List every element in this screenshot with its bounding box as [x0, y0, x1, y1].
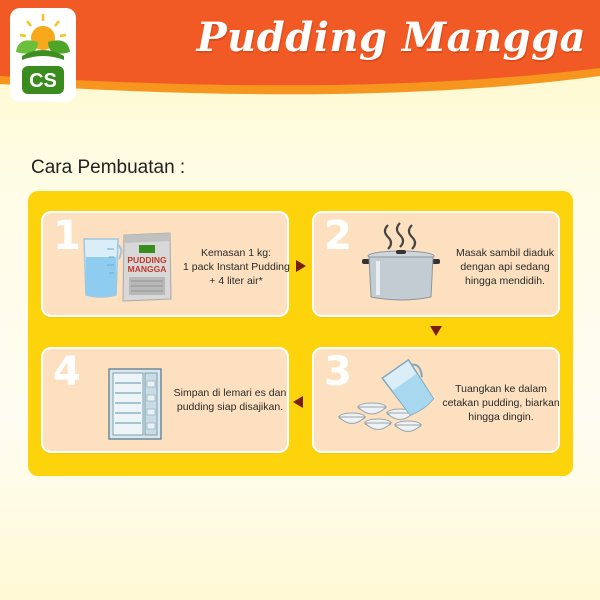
step-text-1: Kemasan 1 kg: 1 pack Instant Pudding + 4…: [183, 246, 290, 288]
refrigerator-icon: [108, 368, 162, 440]
step-line: Tuangkan ke dalam: [455, 383, 547, 395]
page-title: Pudding Mangga: [196, 14, 586, 61]
package-label-line2: MANGGA: [128, 264, 167, 274]
step-line: cetakan pudding, biarkan: [442, 397, 560, 409]
arrow-right-icon: [296, 260, 306, 272]
step-line: Simpan di lemari es dan: [173, 387, 287, 399]
leaf-icon: [16, 40, 70, 60]
package-label-line1: PUDDING: [127, 255, 167, 265]
section-heading: Cara Pembuatan :: [31, 157, 186, 178]
step-text-4: Simpan di lemari es dan pudding siap dis…: [171, 386, 289, 414]
steam-icon: [383, 222, 417, 250]
step-card-1: 1 PUDDING MANGGA Kemasan 1 kg: 1 pack In…: [41, 211, 290, 317]
step-card-3: 3 Tuangkan ke dalam: [312, 347, 560, 453]
step-line: + 4 liter air*: [209, 275, 263, 287]
pudding-package-icon: PUDDING MANGGA: [122, 232, 172, 302]
step-number: 1: [53, 213, 81, 259]
step-number: 3: [324, 349, 352, 395]
step-line: Masak sambil diaduk: [455, 247, 555, 259]
cooking-pot-icon: [362, 222, 440, 301]
arrow-down-icon: [430, 326, 442, 336]
step-line: pudding siap disajikan.: [176, 401, 284, 413]
bowls-icon: [338, 402, 423, 432]
brand-logo: CS: [8, 8, 78, 102]
arrow-left-icon: [293, 396, 303, 408]
measuring-jug-icon: [83, 238, 123, 298]
step-number: 2: [324, 213, 352, 259]
pouring-jug-icon: [381, 358, 435, 416]
step-line: hingga mendidih.: [465, 275, 545, 287]
step-card-2: 2 Masak sambil diaduk dengan api sedang …: [312, 211, 560, 317]
step-line: Kemasan 1 kg:: [200, 247, 272, 259]
logo-text: CS: [29, 70, 57, 92]
step-line: dengan api sedang: [460, 261, 550, 273]
banner-shape: [0, 0, 600, 95]
step-text-2: Masak sambil diaduk dengan api sedang hi…: [450, 246, 560, 288]
header-banner: Pudding Mangga: [0, 0, 600, 100]
step-number: 4: [53, 349, 81, 395]
step-line: 1 pack Instant Pudding: [183, 261, 290, 273]
steps-panel: 1 PUDDING MANGGA Kemasan 1 kg: 1 pack In…: [28, 191, 573, 476]
step-card-4: 4 Simpan di lemari es dan pudding siap d…: [41, 347, 289, 453]
step-line: hingga dingin.: [468, 411, 534, 423]
step-text-3: Tuangkan ke dalam cetakan pudding, biark…: [442, 382, 560, 424]
